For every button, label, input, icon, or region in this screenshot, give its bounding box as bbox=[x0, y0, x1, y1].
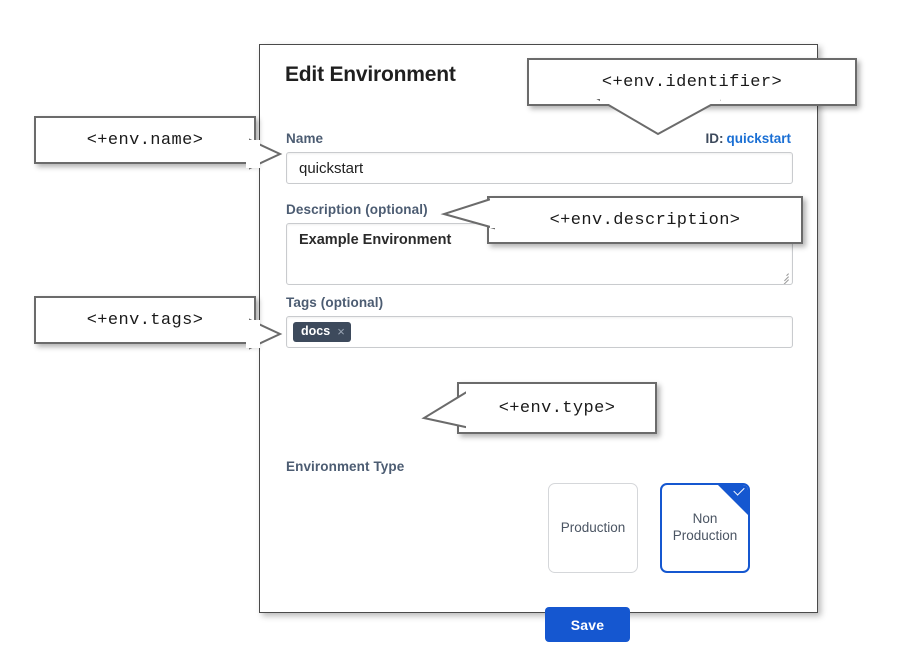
callout-tail-description bbox=[440, 196, 506, 230]
resize-handle-icon[interactable] bbox=[778, 270, 790, 284]
callout-tail-identifier bbox=[596, 94, 721, 136]
non-production-line2: Production bbox=[672, 528, 738, 543]
annotation-callout-tags: <+env.tags> bbox=[34, 296, 256, 344]
name-label: Name bbox=[286, 131, 324, 146]
environment-type-option-production[interactable]: Production bbox=[548, 483, 638, 573]
id-prefix-label: ID: bbox=[705, 131, 724, 146]
description-label: Description (optional) bbox=[286, 202, 428, 217]
page-title: Edit Environment bbox=[285, 63, 456, 86]
tags-label: Tags (optional) bbox=[286, 295, 384, 310]
tag-chip[interactable]: docs × bbox=[293, 321, 351, 343]
name-input[interactable]: quickstart bbox=[286, 152, 793, 184]
annotation-callout-description: <+env.description> bbox=[487, 196, 803, 244]
callout-tail-type bbox=[421, 388, 482, 430]
environment-id-row: ID:quickstart bbox=[705, 131, 791, 146]
name-input-value: quickstart bbox=[299, 159, 364, 177]
tag-chip-label: docs bbox=[301, 324, 331, 339]
callout-tail-tags bbox=[246, 318, 283, 350]
environment-type-option-production-label: Production bbox=[560, 519, 626, 535]
environment-type-label: Environment Type bbox=[286, 459, 405, 474]
description-value: Example Environment bbox=[299, 232, 452, 248]
edit-environment-dialog: Edit Environment ID:quickstart Name quic… bbox=[259, 44, 818, 642]
non-production-line1: Non bbox=[692, 511, 718, 527]
annotation-callout-type: <+env.type> bbox=[457, 382, 657, 434]
tags-input[interactable]: docs × bbox=[286, 316, 793, 348]
callout-tail-name bbox=[246, 138, 283, 170]
environment-type-option-non-production[interactable]: Non Production bbox=[660, 483, 750, 573]
annotation-callout-name: <+env.name> bbox=[34, 116, 256, 164]
selected-check-icon bbox=[718, 485, 748, 515]
environment-type-option-non-production-label: Non Production bbox=[669, 511, 742, 545]
annotation-callout-identifier: <+env.identifier> bbox=[527, 58, 857, 106]
environment-id-link[interactable]: quickstart bbox=[726, 131, 791, 146]
save-button[interactable]: Save bbox=[545, 607, 630, 642]
tag-remove-icon[interactable]: × bbox=[337, 323, 345, 339]
